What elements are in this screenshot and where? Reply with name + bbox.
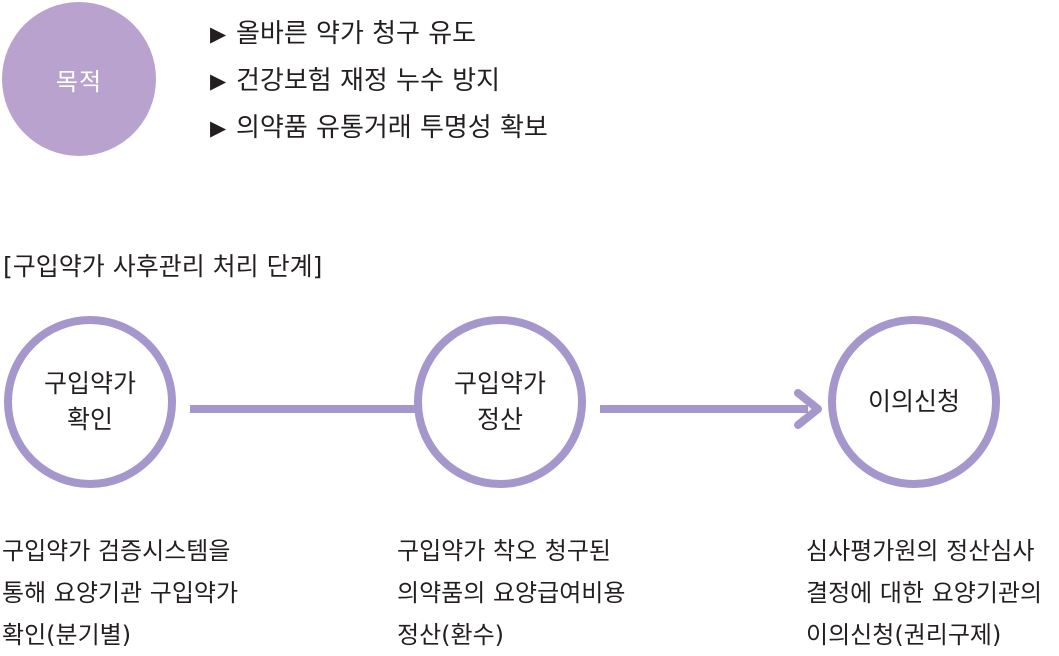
- step-description-confirm: 구입약가 검증시스템을 통해 요양기관 구입약가 확인(분기별): [2, 530, 238, 656]
- step-title-line: 이의신청: [867, 387, 960, 416]
- step-desc-line: 구입약가 착오 청구된: [397, 537, 611, 565]
- step-title-line: 확인: [66, 405, 113, 434]
- step-desc-line: 이의신청(권리구제): [806, 621, 1002, 649]
- purpose-item-text: 의약품 유통거래 투명성 확보: [236, 112, 548, 143]
- step-desc-line: 심사평가원의 정산심사: [806, 537, 1035, 565]
- step-desc-line: 구입약가 검증시스템을: [2, 537, 231, 565]
- purpose-item-text: 건강보험 재정 누수 방지: [236, 65, 500, 96]
- purpose-label: 목적: [55, 67, 103, 96]
- section-title: [구입약가 사후관리 처리 단계]: [3, 252, 323, 281]
- purpose-item: ▶ 의약품 유통거래 투명성 확보: [210, 104, 548, 151]
- step-desc-line: 결정에 대한 요양기관의: [806, 579, 1043, 607]
- purpose-list: ▶ 올바른 약가 청구 유도 ▶ 건강보험 재정 누수 방지 ▶ 의약품 유통거…: [210, 10, 548, 151]
- triangle-bullet-icon: ▶: [210, 21, 227, 46]
- step-desc-line: 의약품의 요양급여비용: [397, 579, 626, 607]
- arrowhead-icon: [794, 389, 822, 429]
- step-desc-line: 확인(분기별): [2, 621, 132, 649]
- step-title-line: 정산: [476, 405, 523, 434]
- step-description-appeal: 심사평가원의 정산심사 결정에 대한 요양기관의 이의신청(권리구제): [806, 530, 1042, 656]
- step-desc-line: 정산(환수): [397, 621, 505, 649]
- step-description-settlement: 구입약가 착오 청구된 의약품의 요양급여비용 정산(환수): [397, 530, 625, 656]
- step-circle-settlement: 구입약가 정산: [414, 316, 586, 488]
- purpose-item-text: 올바른 약가 청구 유도: [236, 18, 477, 49]
- triangle-bullet-icon: ▶: [210, 68, 227, 93]
- purpose-item: ▶ 건강보험 재정 누수 방지: [210, 57, 548, 104]
- purpose-item: ▶ 올바른 약가 청구 유도: [210, 10, 548, 57]
- triangle-bullet-icon: ▶: [210, 115, 227, 140]
- step-title-line: 구입약가: [43, 369, 136, 398]
- step-circle-appeal: 이의신청: [828, 316, 1000, 488]
- step-circle-confirm: 구입약가 확인: [4, 316, 176, 488]
- step-title-line: 구입약가: [453, 369, 546, 398]
- purpose-circle: 목적: [2, 2, 156, 156]
- step-desc-line: 통해 요양기관 구입약가: [2, 579, 239, 607]
